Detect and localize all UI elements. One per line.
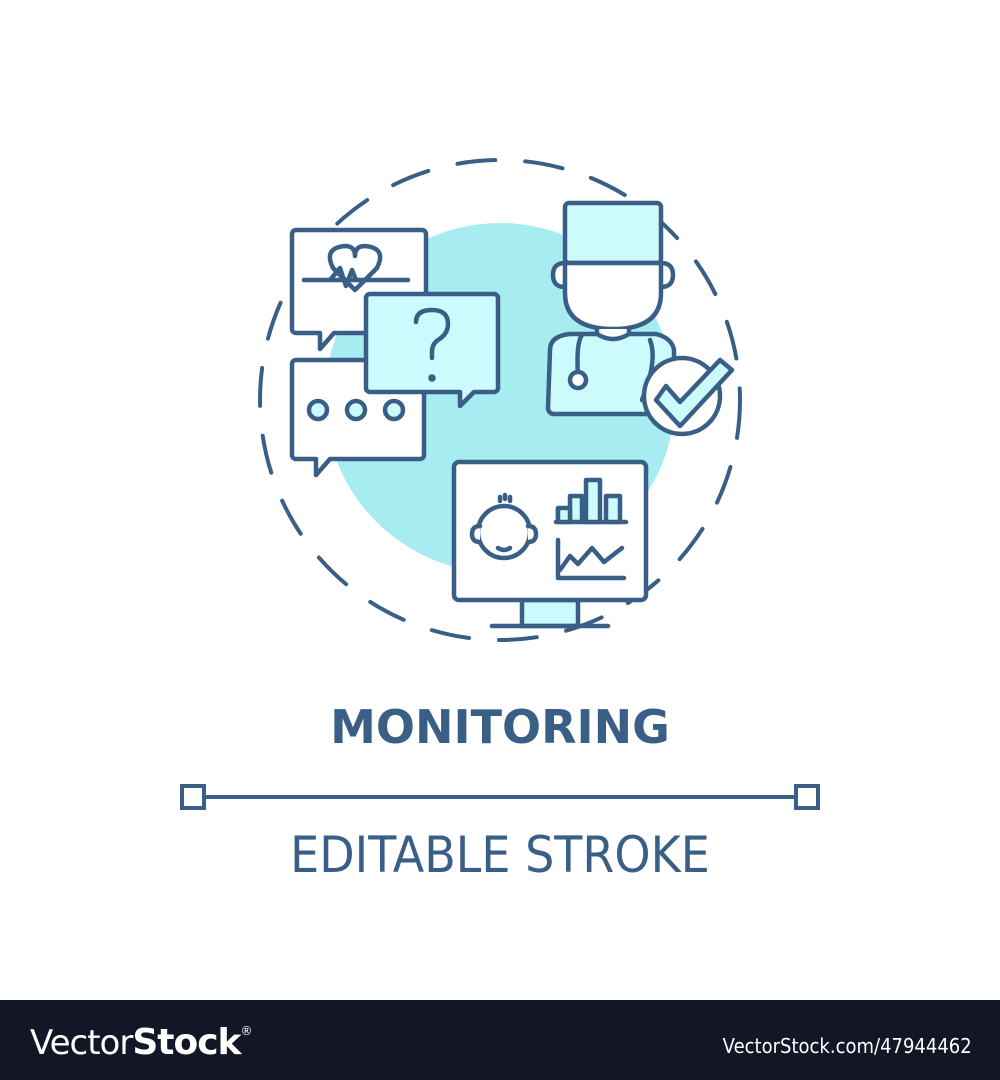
logo-bold-text: Stock [132,1022,241,1063]
logo-light-text: Vector [30,1023,133,1063]
editable-stroke-line [180,784,820,810]
dashed-ring [258,158,742,642]
check-badge-icon [641,355,735,437]
subtitle: EDITABLE STROKE [290,826,710,884]
doctor-icon [545,200,677,417]
vectorstock-logo: VectorStock® [30,1022,253,1063]
registered-mark: ® [240,1024,253,1038]
title: MONITORING [330,700,670,754]
question-bubble-icon [363,291,501,409]
monitoring-illustration [180,158,820,810]
monitor-icon [451,459,649,629]
image-id: VectorStock.com/47944462 [722,1034,972,1058]
footer: VectorStock® VectorStock.com/47944462 [0,1000,1000,1080]
